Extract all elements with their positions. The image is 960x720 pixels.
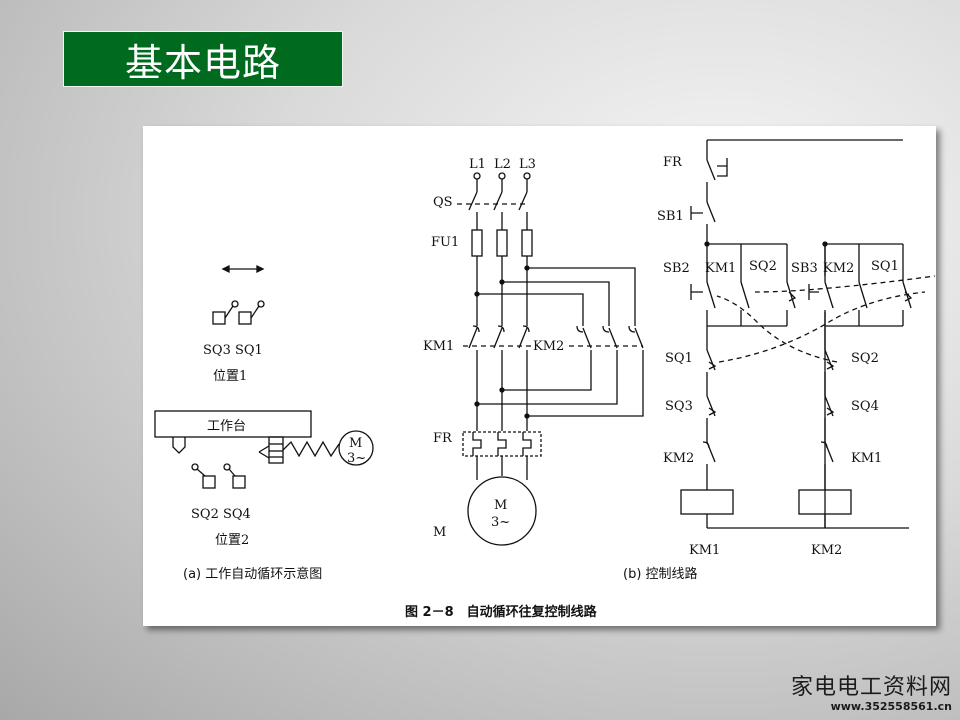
lead-screw: [258, 436, 340, 464]
label-work-table: 工作台: [207, 419, 246, 434]
label-table-motor-phase: 3~: [347, 451, 366, 466]
main-power-circuit: [457, 172, 644, 546]
label-sq1-top: SQ1: [871, 259, 899, 274]
limit-switch-pair-top: [212, 300, 265, 325]
table-motor: [338, 430, 374, 466]
label-coil-km2: KM2: [811, 543, 842, 558]
label-km2-main: KM2: [533, 339, 564, 354]
label-m-main: M: [433, 525, 446, 540]
label-km2-contact: KM2: [823, 261, 854, 276]
label-main-motor-phase: 3~: [491, 515, 510, 530]
label-sq2-top: SQ2: [749, 259, 777, 274]
label-km1-main: KM1: [423, 339, 454, 354]
caption-part-a: (a) 工作自动循环示意图: [183, 566, 322, 582]
label-fr-control: FR: [663, 155, 683, 170]
slide-title-box: 基本电路: [63, 31, 343, 87]
label-sq1-left: SQ1: [665, 351, 693, 366]
main-motor: [467, 476, 537, 546]
circuit-figure: SQ3 SQ1 位置1 工作台 M 3~ SQ2 SQ4 位置2 (a) 工作自…: [143, 126, 936, 626]
label-l3: L3: [519, 157, 536, 172]
label-sq3: SQ3: [665, 399, 693, 414]
table-dog: [172, 437, 186, 454]
watermark: 家电电工资料网 www.352558561.cn: [790, 675, 952, 714]
label-sq2-right: SQ2: [851, 351, 879, 366]
label-fu1: FU1: [431, 235, 459, 250]
work-cycle-schematic: [154, 264, 374, 489]
control-circuit: [680, 139, 936, 529]
label-km1-contact: KM1: [705, 261, 736, 276]
label-sq4: SQ4: [851, 399, 879, 414]
label-fr-main: FR: [433, 431, 453, 446]
label-coil-km1: KM1: [689, 543, 720, 558]
limit-switch-pair-bottom: [191, 463, 246, 489]
slide-title: 基本电路: [124, 40, 281, 85]
watermark-text: 家电电工资料网: [790, 675, 952, 700]
label-km1-right: KM1: [851, 451, 882, 466]
label-qs: QS: [433, 195, 453, 210]
double-arrow-icon: [221, 264, 265, 274]
figure-caption: 图 2－8 自动循环往复控制线路: [405, 604, 598, 620]
work-table: [154, 410, 312, 438]
label-sb1: SB1: [657, 209, 684, 224]
label-sb2: SB2: [663, 261, 690, 276]
label-sq3-sq1: SQ3 SQ1: [203, 343, 263, 358]
watermark-url: www.352558561.cn: [830, 700, 952, 713]
label-km2-left: KM2: [663, 451, 694, 466]
label-table-motor: M: [349, 436, 362, 451]
label-l2: L2: [494, 157, 511, 172]
label-position-2: 位置2: [215, 533, 249, 548]
label-position-1: 位置1: [213, 369, 247, 384]
circuit-diagram: SQ3 SQ1 位置1 工作台 M 3~ SQ2 SQ4 位置2 (a) 工作自…: [154, 139, 936, 620]
label-sq2-sq4: SQ2 SQ4: [191, 507, 251, 522]
label-main-motor: M: [494, 498, 507, 513]
label-sb3: SB3: [791, 261, 818, 276]
caption-part-b: (b) 控制线路: [623, 566, 698, 582]
label-l1: L1: [469, 157, 486, 172]
